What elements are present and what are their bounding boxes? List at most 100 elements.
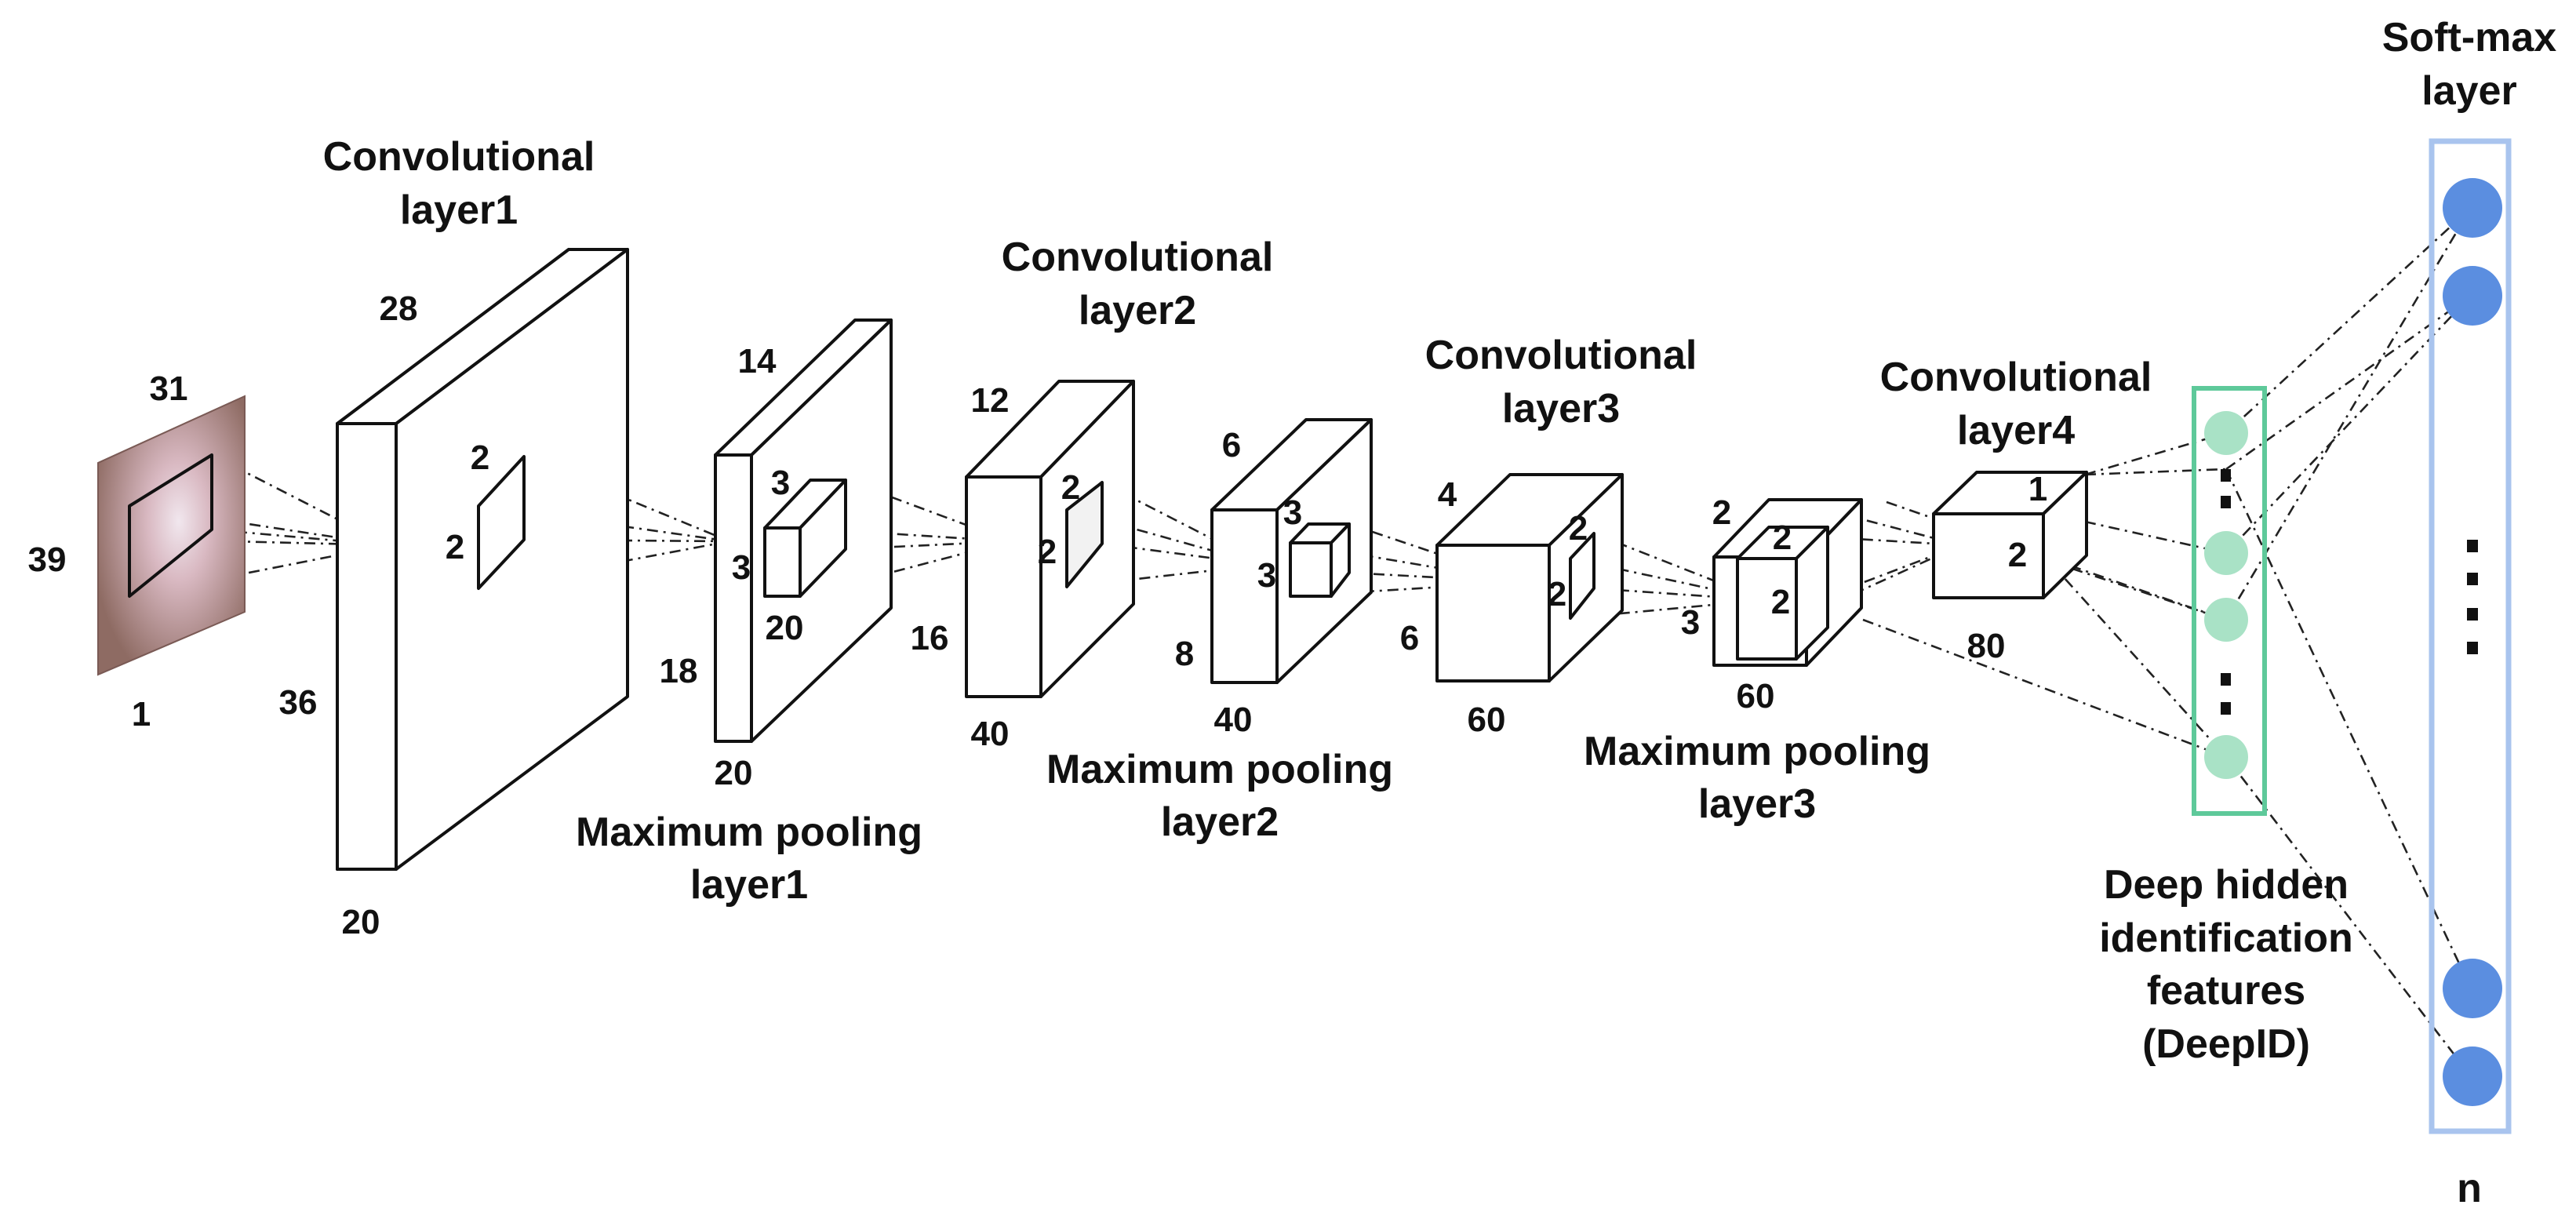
input-receptive-field (128, 453, 213, 598)
deepid-title-line2: identification (2099, 915, 2353, 961)
conv3-title-line2: layer3 (1502, 386, 1620, 431)
pool2-title-line1: Maximum pooling (1046, 747, 1393, 792)
deepid-ellipsis-dot (2221, 702, 2231, 715)
conv2-kernel (1065, 481, 1104, 588)
pool3-kernel-h-label: 2 (1771, 583, 1790, 621)
softmax-node (2443, 178, 2502, 238)
conv1-width-label: 28 (380, 289, 418, 328)
pool1-kernel-h-label: 3 (732, 548, 751, 587)
conv3-volume (1435, 473, 1624, 682)
pool3-width-label: 2 (1712, 493, 1731, 532)
deepid-title-line1: Deep hidden (2104, 862, 2349, 908)
deepid-node (2204, 411, 2248, 455)
face-image (97, 395, 246, 676)
conv1-kernel-h-label: 2 (446, 528, 464, 566)
input-height-label: 39 (28, 541, 67, 579)
conv1-front-face (336, 422, 398, 871)
deepid-ellipsis-dot (2221, 673, 2231, 686)
conv1-kernel (477, 455, 526, 590)
deepid-title-line4: (DeepID) (2142, 1021, 2310, 1067)
pool3-height-label: 3 (1681, 603, 1700, 642)
conv3-width-label: 4 (1438, 475, 1457, 514)
conv2-front-face (965, 475, 1042, 698)
softmax-column (2429, 138, 2512, 1134)
pool1-kernel-d-label: 20 (766, 609, 804, 647)
deepid-node (2204, 531, 2248, 575)
conv1-kernel-w-label: 2 (471, 439, 489, 477)
pool2-depth-label: 40 (1214, 701, 1253, 739)
softmax-node (2443, 959, 2502, 1018)
pool2-kernel-h-label: 3 (1257, 556, 1276, 595)
conv1-title-line2: layer1 (400, 187, 518, 233)
softmax-node (2443, 1046, 2502, 1106)
conv3-kernel-w-label: 2 (1569, 509, 1588, 548)
pool2-title-line2: layer2 (1161, 799, 1279, 845)
conv4-height-label: 2 (2008, 536, 2027, 574)
conv2-title-line1: Convolutional (1002, 235, 1274, 280)
conv2-depth-label: 40 (971, 715, 1010, 753)
pool3-title-line2: layer3 (1698, 781, 1816, 827)
pool1-title-line2: layer1 (690, 862, 808, 908)
softmax-frame (2429, 138, 2512, 1134)
conv1-volume (336, 248, 629, 871)
softmax-ellipsis-dot (2467, 540, 2478, 552)
softmax-title-line1: Soft-max (2382, 15, 2557, 60)
conv3-height-label: 6 (1400, 619, 1419, 657)
pool2-front-face (1210, 508, 1279, 684)
conv3-title-line1: Convolutional (1425, 333, 1697, 378)
pool1-height-label: 18 (660, 652, 698, 690)
conv2-kernel-h-label: 2 (1038, 533, 1057, 571)
conv2-title-line2: layer2 (1079, 288, 1196, 333)
input-image (97, 395, 246, 676)
conv2-height-label: 16 (911, 619, 949, 657)
pool3-title-line1: Maximum pooling (1584, 729, 1930, 774)
conv2-width-label: 12 (971, 381, 1010, 420)
deepid-column (2192, 386, 2267, 816)
softmax-ellipsis-dot (2467, 642, 2478, 654)
conv3-depth-label: 60 (1468, 701, 1506, 739)
conv4-volume (1932, 471, 2088, 599)
conv1-height-label: 36 (279, 683, 318, 722)
pool3-volume (1712, 498, 1863, 667)
conv3-kernel-h-label: 2 (1548, 575, 1566, 613)
softmax-ellipsis-dot (2467, 573, 2478, 585)
softmax-title-line2: layer (2421, 68, 2516, 114)
pool2-width-label: 6 (1222, 426, 1241, 464)
pool2-height-label: 8 (1175, 635, 1194, 673)
pool1-title-line1: Maximum pooling (576, 810, 922, 855)
pool1-front-face (714, 453, 753, 743)
pool2-kernel-w-label: 3 (1283, 493, 1302, 532)
pool1-depth-label: 20 (715, 754, 753, 792)
softmax-node (2443, 266, 2502, 326)
deepid-title-line3: features (2147, 968, 2305, 1014)
conv3-front-face (1435, 544, 1551, 682)
input-width-label: 31 (150, 369, 188, 408)
pool3-depth-label: 60 (1737, 677, 1775, 715)
conv4-front-face (1932, 512, 2045, 599)
conv2-volume (965, 380, 1135, 698)
pool1-kernel-front (763, 526, 802, 598)
pool1-width-label: 14 (738, 342, 777, 380)
conv4-title-line2: layer4 (1957, 408, 2075, 453)
pool2-kernel-front (1289, 541, 1333, 598)
conv1-depth-label: 20 (342, 903, 380, 941)
pool3-inner-front-face (1736, 557, 1798, 661)
conv1-title-line1: Convolutional (323, 134, 595, 180)
input-depth-label: 1 (132, 695, 151, 733)
conv3-kernel (1569, 532, 1595, 620)
deepid-ellipsis-dot (2221, 496, 2231, 508)
pool2-volume (1210, 418, 1373, 684)
pool1-kernel-w-label: 3 (771, 464, 790, 502)
deepid-node (2204, 598, 2248, 642)
softmax-ellipsis-dot (2467, 608, 2478, 621)
deepid-frame (2192, 386, 2267, 816)
conv4-title-line1: Convolutional (1880, 355, 2152, 400)
deepid-node (2204, 735, 2248, 779)
conv4-depth-label: 80 (1967, 627, 2006, 665)
conv2-kernel-w-label: 2 (1061, 468, 1080, 507)
deepid-ellipsis-dot (2221, 469, 2231, 482)
pool1-volume (714, 318, 893, 743)
conv4-width-label: 1 (2028, 470, 2047, 508)
softmax-n-label: n (2457, 1166, 2482, 1211)
